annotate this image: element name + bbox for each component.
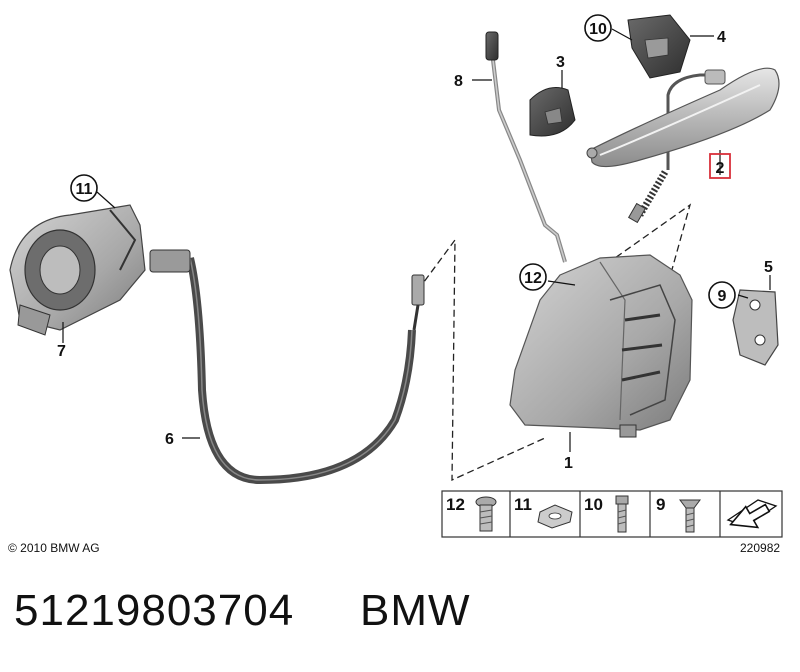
door-lock — [509, 254, 693, 438]
fastener-legend: 12 11 10 9 — [441, 490, 783, 538]
callout-8: 8 — [454, 73, 463, 90]
countersunk-screw-icon — [679, 499, 701, 533]
part-number: 51219803704 — [14, 586, 295, 635]
callout-4: 4 — [717, 29, 726, 46]
callout-6: 6 — [165, 431, 174, 448]
bowden-cable — [149, 249, 425, 485]
callout-10-circle — [584, 14, 612, 42]
outside-door-handle — [586, 67, 780, 224]
callout-1: 1 — [564, 455, 573, 472]
callout-2: 2 — [716, 160, 725, 177]
callout-10: 10 — [589, 21, 607, 38]
callout-3: 3 — [556, 54, 565, 71]
callout-11: 11 — [76, 181, 93, 198]
filler-flap-actuator — [9, 204, 146, 336]
torx-screw-icon — [475, 496, 497, 532]
copyright-notice: © 2010 BMW AG — [8, 541, 100, 555]
legend-number-9: 9 — [656, 495, 665, 514]
handle-carrier — [627, 14, 691, 79]
callout-9-circle — [708, 281, 736, 309]
legend-number-11: 11 — [514, 495, 532, 514]
drawing-number: 220982 — [740, 541, 781, 555]
callout-12: 12 — [524, 270, 542, 287]
callout-9: 9 — [718, 288, 727, 305]
callout-7: 7 — [57, 343, 66, 360]
operating-rod — [485, 31, 567, 263]
callout-5: 5 — [764, 259, 773, 276]
handle-cover-cap — [529, 87, 576, 137]
hex-socket-screw-icon — [615, 495, 629, 533]
callout-2-highlight-box — [709, 153, 731, 179]
dashed-leader-lines — [417, 203, 692, 482]
callout-12-circle — [519, 263, 547, 291]
front-direction-arrow-icon — [726, 499, 778, 529]
legend-number-12: 12 — [446, 495, 465, 514]
callout-11-circle — [70, 174, 98, 202]
legend-number-10: 10 — [584, 495, 603, 514]
lock-striker — [732, 289, 779, 366]
retaining-clip-icon — [537, 504, 573, 529]
brand-name: BMW — [360, 586, 471, 635]
